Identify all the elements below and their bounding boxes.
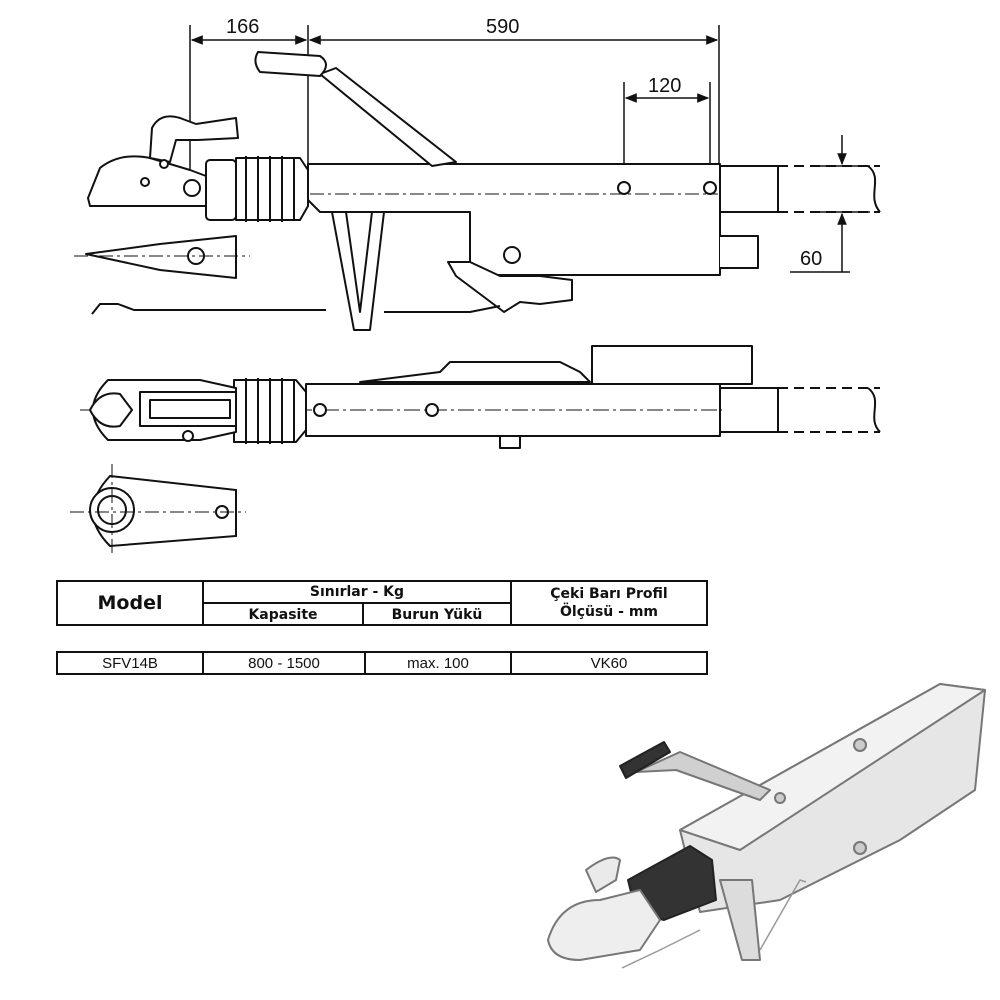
dimension-60: 60 <box>800 248 822 270</box>
dimension-120: 120 <box>648 75 681 97</box>
eye-plate <box>70 464 246 556</box>
dimension-166: 166 <box>226 16 259 38</box>
top-view <box>80 345 881 449</box>
coupling-3d-render <box>547 683 986 969</box>
side-view <box>74 51 881 331</box>
dimension-590: 590 <box>486 16 519 38</box>
